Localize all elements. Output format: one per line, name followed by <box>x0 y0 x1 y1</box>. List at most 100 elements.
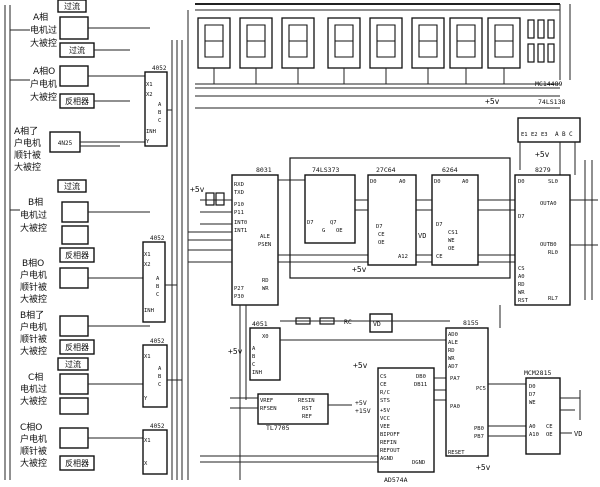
mux-2: 4052 X1 X2 A B C INH <box>142 235 166 323</box>
unit-6-line-2: 户电机 <box>20 321 47 333</box>
svg-text:RXD: RXD <box>234 182 244 188</box>
mux-4: 4052 X1 X <box>142 423 168 475</box>
input-unit-3: A相了 户电机 顺针被 大被控 4N25 <box>14 125 150 173</box>
svg-text:CE: CE <box>380 382 387 388</box>
svg-text:AD0: AD0 <box>448 332 458 338</box>
input-unit-5: 反相器 B相O 户电机 顺针被 大被控 <box>20 247 150 305</box>
unit-8-inverter-label: 反相器 <box>65 458 89 468</box>
svg-text:E2: E2 <box>531 132 538 138</box>
mux-1-label: 4052 <box>152 65 167 72</box>
svg-text:PSEN: PSEN <box>258 242 271 248</box>
unit-2-line-3: 大被控 <box>30 91 57 103</box>
input-unit-6: B相了 户电机 顺针被 大被控 反相器 <box>20 309 150 357</box>
unit-3-line-2: 户电机 <box>14 137 41 149</box>
unit-5-optocoupler <box>59 267 89 289</box>
mux-2-label: 4052 <box>150 235 165 242</box>
unit-7-line-1: C相 <box>28 371 43 383</box>
unit-3-line-1: A相了 <box>14 125 38 137</box>
svg-text:D0: D0 <box>518 179 525 185</box>
svg-text:PB7: PB7 <box>474 434 484 440</box>
svg-text:A0: A0 <box>529 424 536 430</box>
svg-text:RD: RD <box>518 282 525 288</box>
unit-1-line-3: 大被控 <box>30 37 57 49</box>
svg-text:STS: STS <box>380 398 390 404</box>
display-row: MC14489 +5v 74LS138 <box>195 3 571 109</box>
svg-text:A12: A12 <box>398 254 408 260</box>
svg-text:DB11: DB11 <box>414 382 427 388</box>
svg-text:PA7: PA7 <box>450 376 460 382</box>
svg-text:P30: P30 <box>234 294 244 300</box>
svg-text:INT0: INT0 <box>234 220 247 226</box>
unit-2-line-1: A相O <box>33 65 55 77</box>
display-driver-label: MC14489 <box>535 80 562 88</box>
unit-3-line-4: 大被控 <box>14 161 41 173</box>
svg-text:D0: D0 <box>434 179 441 185</box>
svg-text:OE: OE <box>546 432 553 438</box>
svg-text:B: B <box>156 284 160 290</box>
svg-text:+5V: +5V <box>380 408 391 414</box>
svg-text:P10: P10 <box>234 202 244 208</box>
svg-text:WR: WR <box>448 356 455 362</box>
svg-text:VREF: VREF <box>260 398 273 404</box>
eeprom-mcm2815: MCM2815 D0 D7 WE A0 A10 CE OE VD <box>524 369 582 455</box>
unit-6-line-4: 大被控 <box>20 345 47 357</box>
unit-1-line-2: 电机过 <box>30 24 57 36</box>
svg-text:OUTB0: OUTB0 <box>540 242 557 248</box>
unit-6-line-3: 顺针被 <box>20 333 47 345</box>
svg-text:A: A <box>158 102 162 108</box>
svg-text:D7: D7 <box>529 392 536 398</box>
svg-text:INT1: INT1 <box>234 228 247 234</box>
svg-text:RST: RST <box>302 406 313 412</box>
digit-2 <box>239 17 273 69</box>
vpos-ad: +15V <box>355 407 371 415</box>
digit-1 <box>197 17 231 69</box>
svg-text:RD: RD <box>262 278 269 284</box>
svg-text:RESIN: RESIN <box>298 398 315 404</box>
svg-text:SL0: SL0 <box>548 179 558 185</box>
svg-text:PA0: PA0 <box>450 404 460 410</box>
mux-3: 4052 X1 A B C Y <box>142 338 168 408</box>
svg-text:C: C <box>569 131 573 138</box>
svg-text:A0: A0 <box>399 179 406 185</box>
vd-label: VD <box>418 232 426 240</box>
vplus-ad: +5V <box>355 399 367 407</box>
unit-5-inverter-label: 反相器 <box>65 250 89 260</box>
svg-text:RST: RST <box>518 298 529 304</box>
svg-text:4051: 4051 <box>252 320 268 328</box>
svg-text:WR: WR <box>518 290 525 296</box>
svg-text:X2: X2 <box>144 262 151 268</box>
svg-text:A0: A0 <box>518 274 525 280</box>
left-input-column: A相 电机过 大被控 过流 过流 A相O 户电机 大被控 反相器 A相了 <box>4 0 150 480</box>
svg-text:C: C <box>252 362 255 368</box>
memory-cluster: 74LS373 D7 Q7 G OE 27C64 D0 A0 D7 CE OE … <box>289 157 515 279</box>
svg-text:RESET: RESET <box>448 450 465 456</box>
svg-text:A: A <box>252 346 256 352</box>
svg-text:6264: 6264 <box>442 166 458 174</box>
unit-5-line-1: B相O <box>22 257 44 269</box>
unit-6-inverter-label: 反相器 <box>65 342 89 352</box>
vd-label-2: VD <box>373 320 381 328</box>
mux-4-label: 4052 <box>150 423 165 430</box>
unit-4-line-3: 大被控 <box>20 222 47 234</box>
vcc-display: +5v <box>485 97 500 106</box>
svg-text:G: G <box>322 228 325 234</box>
svg-text:WR: WR <box>262 286 269 292</box>
digit-3 <box>281 17 315 69</box>
svg-text:INH: INH <box>252 370 262 376</box>
svg-text:A: A <box>156 276 160 282</box>
svg-text:ALE: ALE <box>260 234 270 240</box>
digit-7 <box>449 17 483 69</box>
overcurrent-tag-top: 过流 <box>64 1 80 11</box>
overcurrent-tag-box <box>57 0 87 13</box>
svg-text:Q7: Q7 <box>330 220 337 226</box>
vcc-4051: +5v <box>228 347 243 356</box>
svg-text:X1: X1 <box>144 354 151 360</box>
unit-1-inverter-label: 过流 <box>69 45 85 55</box>
svg-text:VEE: VEE <box>380 424 390 430</box>
svg-text:C: C <box>158 382 161 388</box>
unit-3-opto-label: 4N25 <box>58 140 73 147</box>
unit-8-optocoupler <box>59 427 89 449</box>
unit-6-line-1: B相了 <box>20 309 44 321</box>
ref-tl7705: VREF RFSEN RESIN RST REF TL7705 <box>257 393 329 432</box>
analog-front-end: 4051 X0 A B C INH +5v RC VD +5v VREF RFS… <box>200 305 450 480</box>
